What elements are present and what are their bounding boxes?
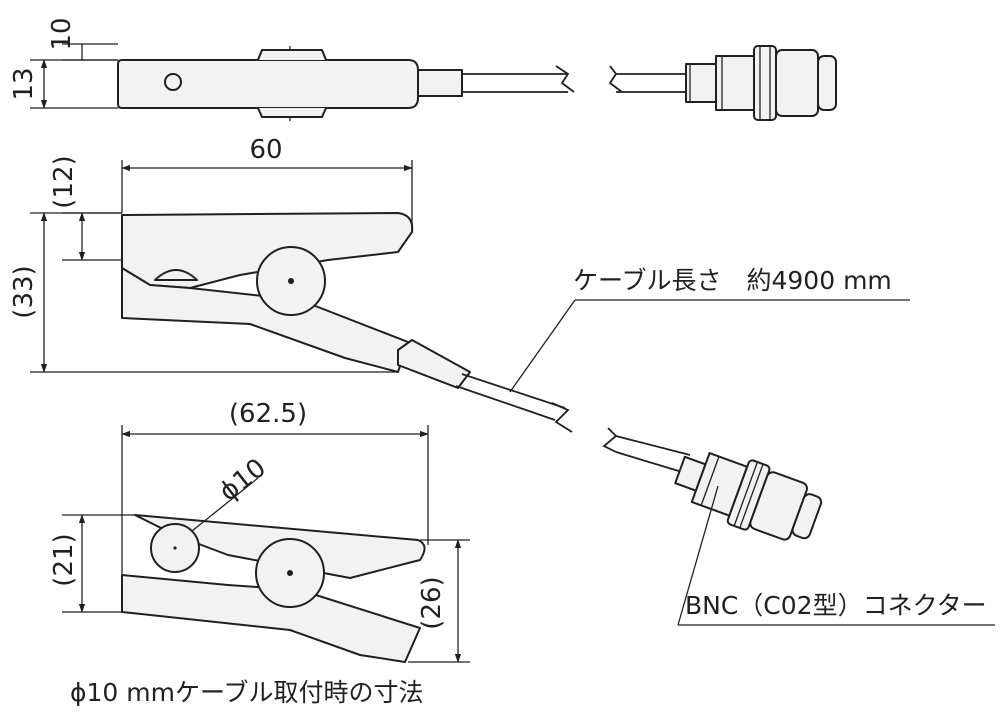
dimension-cable-diameter: ϕ10	[214, 453, 272, 508]
bnc-connector-icon	[674, 452, 823, 541]
dimension-width-with-cable: (62.5)	[229, 399, 307, 429]
side-view-closed: 60 (12) (33) ケーブル長さ 約4900 mm	[9, 135, 910, 433]
dimension-top-height: 13	[9, 67, 39, 100]
bnc-connector-top-icon	[685, 45, 837, 121]
dimension-width: 60	[249, 135, 282, 165]
dimension-jaw-height: (21)	[49, 533, 79, 586]
dimension-open-gap: (12)	[49, 155, 79, 208]
top-view: 10 13	[9, 17, 837, 121]
cable-length-label: ケーブル長さ 約4900 mm	[573, 266, 892, 295]
dimension-tip-height: (26)	[417, 576, 447, 629]
figure-caption: ϕ10 mmケーブル取付時の寸法	[70, 678, 423, 707]
dimension-top-thin: 10	[47, 17, 77, 50]
cable-end-bnc: BNC（C02型）コネクター	[602, 427, 995, 626]
dimension-overall-height: (33)	[9, 265, 39, 318]
connector-label: BNC（C02型）コネクター	[685, 591, 987, 620]
side-view-with-cable: (62.5) ϕ10 (21) (26)	[49, 399, 470, 663]
pivot-hole-icon	[164, 73, 182, 91]
